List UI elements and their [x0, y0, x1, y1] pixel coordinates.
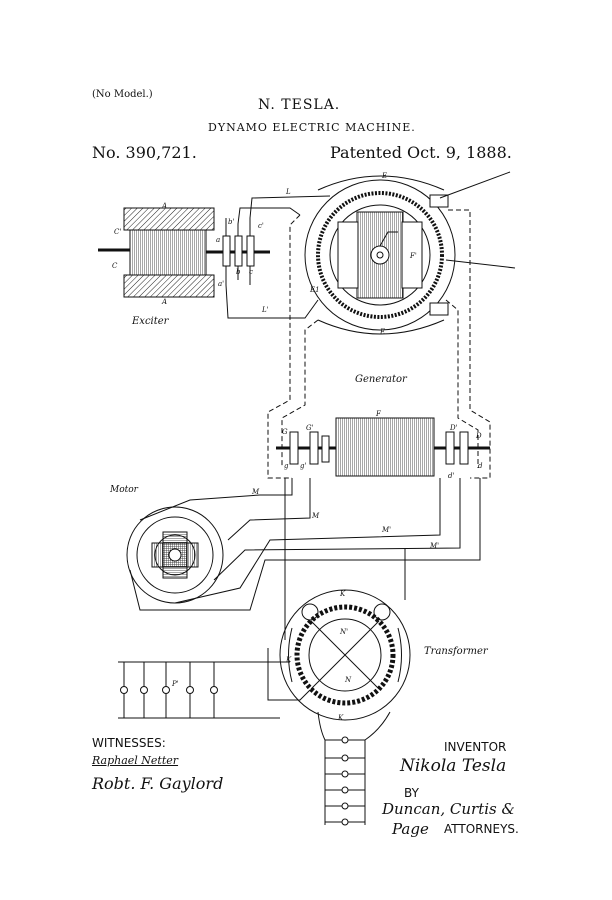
lamp-circuit-lower — [317, 711, 391, 826]
ref-L-prime: L' — [262, 306, 269, 314]
ref-D-prime: D' — [450, 424, 458, 432]
ref-c-prime: c' — [258, 222, 264, 230]
ref-G: G — [282, 428, 288, 436]
witness-signature-1: Raphael Netter — [92, 754, 179, 767]
ref-K-top: K — [340, 590, 346, 598]
ref-A-top: A — [162, 202, 168, 210]
ref-b: b — [236, 268, 241, 276]
attorneys-label: ATTORNEYS. — [444, 822, 519, 836]
witness-signature-2: Robt. F. Gaylord — [92, 774, 224, 793]
ref-b-prime: b' — [228, 218, 235, 226]
ref-E: E — [382, 172, 388, 180]
ref-C-prime: C' — [114, 228, 122, 236]
ref-A-bottom: A — [162, 298, 168, 306]
inventor-signature: Nikola Tesla — [400, 756, 507, 776]
line-M-prime — [213, 478, 461, 581]
ref-K-side: K — [286, 656, 292, 664]
ref-D: D — [476, 432, 482, 440]
ref-d-prime: d' — [448, 472, 455, 480]
ref-d: d — [478, 462, 483, 470]
ref-M-lower: M — [312, 512, 320, 520]
dashed-circuit — [267, 209, 491, 479]
generator-machine — [304, 171, 516, 335]
patented-date: Patented Oct. 9, 1888. — [330, 143, 512, 162]
lamp-circuit-P-prime — [118, 661, 290, 719]
caption-transformer: Transformer — [424, 646, 488, 657]
ref-P-prime: P' — [172, 680, 179, 688]
dynamo-F — [276, 417, 490, 477]
exciter-machine — [98, 207, 270, 298]
ref-E1: E1 — [310, 286, 320, 294]
ref-C: C — [112, 262, 118, 270]
motor-machine — [126, 506, 224, 604]
patent-title: DYNAMO ELECTRIC MACHINE. — [208, 121, 416, 134]
lead-L — [249, 195, 331, 219]
lead-L-prime — [225, 284, 319, 319]
ref-g: g — [284, 462, 289, 470]
ref-F-prime: F' — [410, 252, 417, 260]
transformer — [279, 589, 411, 721]
caption-exciter: Exciter — [132, 316, 169, 327]
ref-K-bottom: K — [338, 714, 344, 722]
caption-motor: Motor — [110, 485, 138, 495]
patent-number: No. 390,721. — [92, 143, 197, 162]
ref-F: F — [376, 410, 381, 418]
inventor-label: INVENTOR — [444, 740, 507, 754]
ref-g-prime: g' — [300, 462, 307, 470]
line-M — [139, 478, 293, 521]
by-label: BY — [404, 786, 419, 800]
ref-c: c — [249, 268, 253, 276]
ref-E-bottom: E — [380, 328, 386, 336]
inventor-heading: N. TESLA. — [258, 97, 341, 113]
ref-M: M — [252, 488, 260, 496]
attorneys-signature-1: Duncan, Curtis & — [382, 800, 515, 818]
witnesses-label: WITNESSES: — [92, 736, 166, 750]
ref-N-prime: N' — [340, 628, 349, 636]
no-model-note: (No Model.) — [92, 89, 153, 100]
ref-a-prime: a' — [218, 280, 225, 288]
ref-L: L — [286, 188, 291, 196]
caption-generator: Generator — [355, 374, 407, 385]
ref-M-prime-2: M' — [430, 542, 440, 550]
ref-N: N — [345, 676, 352, 684]
ref-M-prime: M' — [382, 526, 392, 534]
ref-a: a — [216, 236, 221, 244]
attorneys-signature-2: Page — [392, 820, 429, 838]
ref-G-prime: G' — [306, 424, 314, 432]
